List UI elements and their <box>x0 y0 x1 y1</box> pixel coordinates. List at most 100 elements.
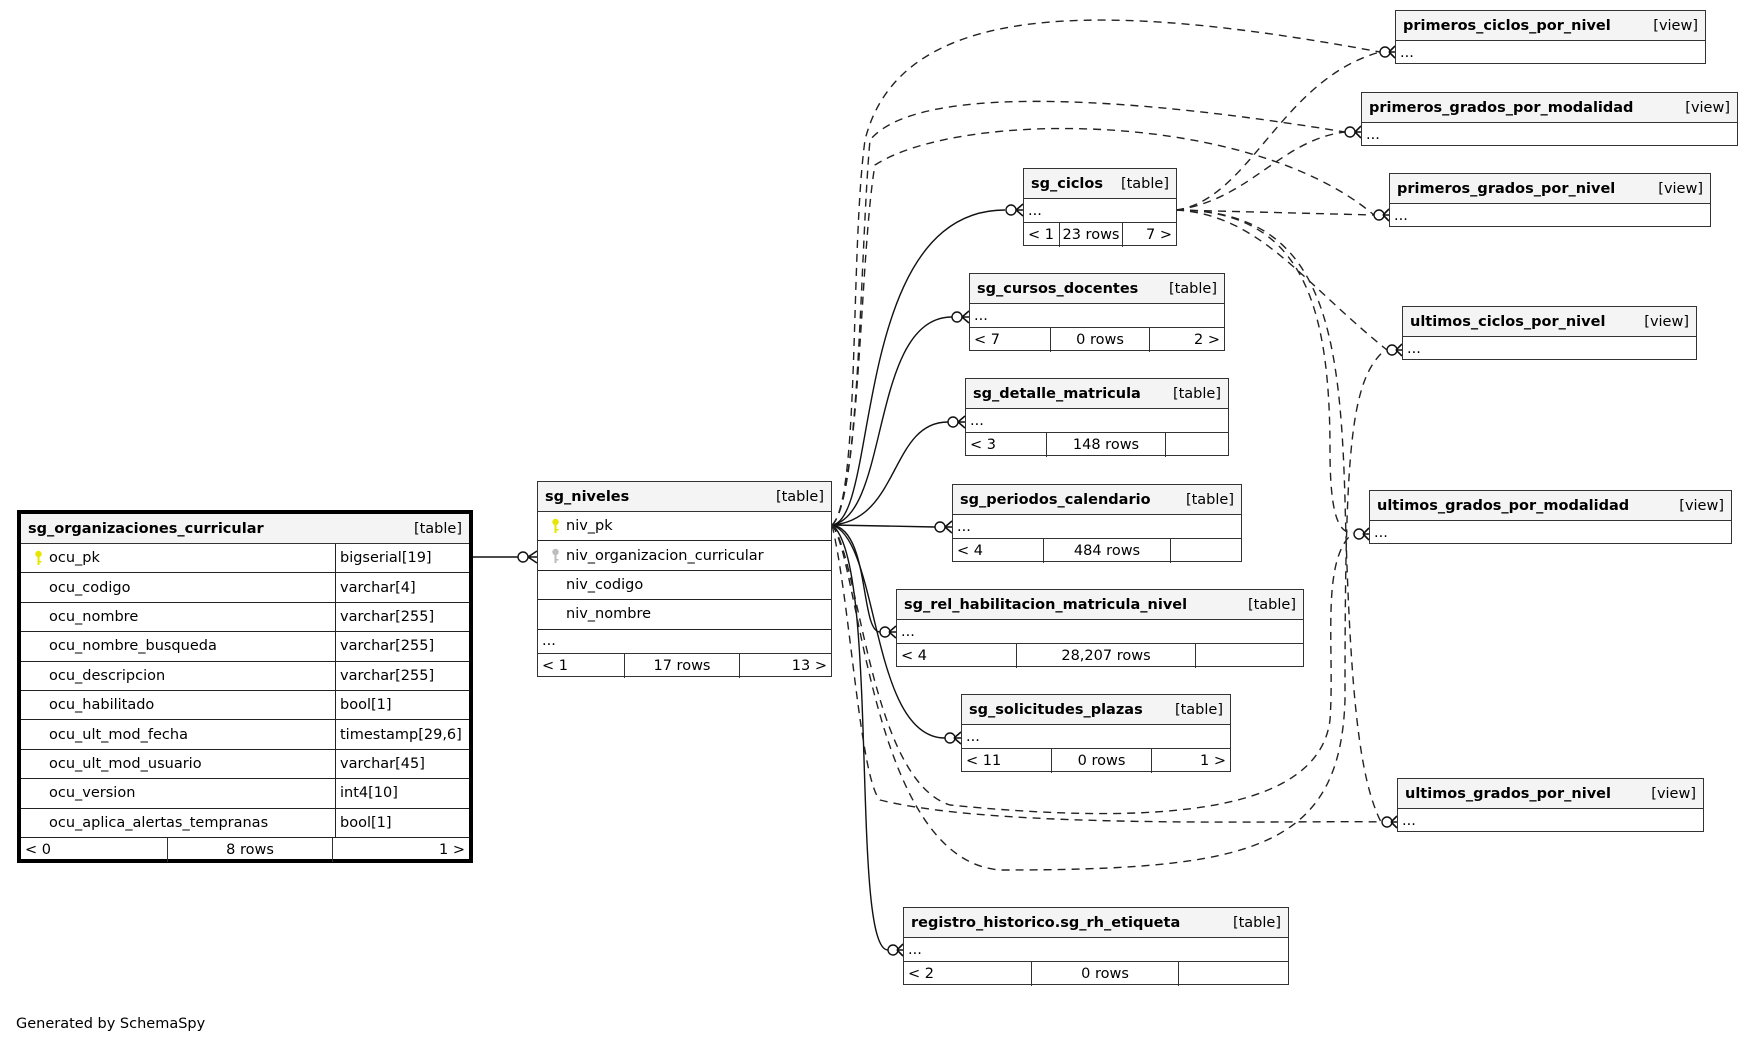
view-ultimos-grados-por-modalidad[interactable]: ultimos_grados_por_modalidad[view]... <box>1369 490 1732 544</box>
parents-link[interactable]: < 4 <box>957 543 983 559</box>
column-name: niv_codigo <box>566 576 644 593</box>
parents-link[interactable]: < 1 <box>542 657 568 674</box>
table-registro-historico-sg-rh-etiqueta[interactable]: registro_historico.sg_rh_etiqueta [table]… <box>903 907 1289 986</box>
column-name: ocu_codigo <box>49 579 131 596</box>
more-columns: ... <box>1366 127 1380 143</box>
table-footer: < 1 17 rows 13 > <box>538 653 831 678</box>
view-kind: [view] <box>1685 99 1730 116</box>
view-kind: [view] <box>1653 17 1698 34</box>
column-type: timestamp[29,6] <box>335 720 469 749</box>
table-name[interactable]: sg_solicitudes_plazas <box>969 701 1143 718</box>
children-link[interactable] <box>1196 644 1303 668</box>
column-row: ocu_habilitado bool[1] <box>21 690 469 721</box>
table-name[interactable]: sg_organizaciones_curricular <box>28 520 264 537</box>
more-columns: ... <box>962 725 1230 749</box>
column-name: ocu_nombre <box>49 608 139 625</box>
view-header: primeros_grados_por_nivel[view] <box>1390 174 1710 204</box>
column-row: niv_pk <box>538 512 831 542</box>
more-columns: ... <box>904 938 1288 962</box>
children-link[interactable] <box>1179 962 1288 986</box>
parents-link[interactable]: < 2 <box>908 966 934 982</box>
column-type: varchar[4] <box>335 573 469 602</box>
crowfoot-pgn <box>1373 209 1385 221</box>
crowfoot-ugm <box>1353 528 1365 540</box>
children-link[interactable]: 2 > <box>1194 332 1220 348</box>
edge-niveles-ugn-a <box>831 524 1386 823</box>
table-name[interactable]: sg_ciclos <box>1031 175 1103 192</box>
view-primeros-grados-por-nivel[interactable]: primeros_grados_por_nivel[view]... <box>1389 173 1711 227</box>
view-name[interactable]: ultimos_ciclos_por_nivel <box>1410 313 1606 330</box>
table-header: sg_ciclos[table] <box>1024 169 1176 199</box>
table-name[interactable]: sg_cursos_docentes <box>977 280 1139 297</box>
edge-niveles-detalle <box>831 421 949 526</box>
edge-niveles-ugm <box>831 524 1354 815</box>
column-type: bool[1] <box>335 690 469 720</box>
table-name[interactable]: registro_historico.sg_rh_etiqueta <box>911 914 1181 931</box>
parents-link[interactable]: < 7 <box>974 332 1000 348</box>
children-link[interactable]: 7 > <box>1146 227 1172 243</box>
crowfoot-solicitudes <box>944 732 956 744</box>
table-sg-organizaciones-curricular[interactable]: sg_organizaciones_curricular [table] ocu… <box>17 510 473 863</box>
children-link[interactable]: 1 > <box>439 841 465 858</box>
edge-ciclos-ugm <box>1175 209 1354 534</box>
more-columns: ... <box>970 304 1224 328</box>
table-name[interactable]: sg_detalle_matricula <box>973 385 1141 402</box>
column-name: niv_pk <box>566 518 613 535</box>
children-link[interactable]: 13 > <box>791 657 827 674</box>
view-primeros-grados-por-modalidad[interactable]: primeros_grados_por_modalidad [view]... <box>1361 92 1738 146</box>
view-name[interactable]: primeros_ciclos_por_nivel <box>1403 17 1611 34</box>
crowfoot-org-niveles <box>517 551 529 563</box>
crowfoot-ugn <box>1381 816 1393 828</box>
view-ultimos-grados-por-nivel[interactable]: ultimos_grados_por_nivel[view]... <box>1397 778 1704 832</box>
edge-niveles-solicitudes <box>831 524 946 739</box>
parents-link[interactable]: < 11 <box>966 753 1002 769</box>
edge-niveles-pgn <box>831 127 1375 526</box>
table-sg-rel-habilitacion-matricula-nivel[interactable]: sg_rel_habilitacion_matricula_nivel[tabl… <box>896 589 1304 668</box>
view-header: ultimos_grados_por_nivel [view] <box>1398 779 1703 809</box>
column-type: bool[1] <box>335 808 469 837</box>
column-row: niv_codigo <box>538 571 831 601</box>
view-name[interactable]: primeros_grados_por_nivel <box>1397 180 1616 197</box>
view-name[interactable]: ultimos_grados_por_nivel <box>1405 785 1611 802</box>
view-name[interactable]: ultimos_grados_por_modalidad <box>1377 497 1630 514</box>
table-name[interactable]: sg_periodos_calendario <box>960 491 1151 508</box>
view-header: ultimos_ciclos_por_nivel[view] <box>1403 307 1696 337</box>
table-name[interactable]: sg_niveles <box>545 488 630 505</box>
crowfoot-periodos <box>934 521 946 533</box>
view-ultimos-ciclos-por-nivel[interactable]: ultimos_ciclos_por_nivel[view]... <box>1402 306 1697 360</box>
crowfoot-ucn <box>1386 344 1398 356</box>
parents-link[interactable]: < 0 <box>25 841 51 858</box>
children-link[interactable]: 1 > <box>1200 753 1226 769</box>
view-kind: [view] <box>1651 785 1696 802</box>
more-columns: ... <box>966 409 1228 433</box>
column-name: ocu_habilitado <box>49 697 155 714</box>
primary-key-icon <box>544 518 566 534</box>
view-kind: [view] <box>1679 497 1724 514</box>
children-link[interactable] <box>1166 433 1228 457</box>
parents-link[interactable]: < 1 <box>1028 227 1054 243</box>
children-link[interactable] <box>1171 539 1241 563</box>
view-primeros-ciclos-por-nivel[interactable]: primeros_ciclos_por_nivel[view]... <box>1395 10 1706 64</box>
column-row: ocu_codigo varchar[4] <box>21 573 469 603</box>
table-header: sg_rel_habilitacion_matricula_nivel[tabl… <box>897 590 1303 620</box>
table-name[interactable]: sg_rel_habilitacion_matricula_nivel <box>904 596 1188 613</box>
parents-link[interactable]: < 4 <box>901 648 927 664</box>
table-kind: [table] <box>1232 914 1281 931</box>
view-name[interactable]: primeros_grados_por_modalidad <box>1369 99 1634 116</box>
column-row: niv_organizacion_curricular <box>538 541 831 571</box>
table-header: sg_detalle_matricula[table] <box>966 379 1228 409</box>
parents-link[interactable]: < 3 <box>970 437 996 453</box>
